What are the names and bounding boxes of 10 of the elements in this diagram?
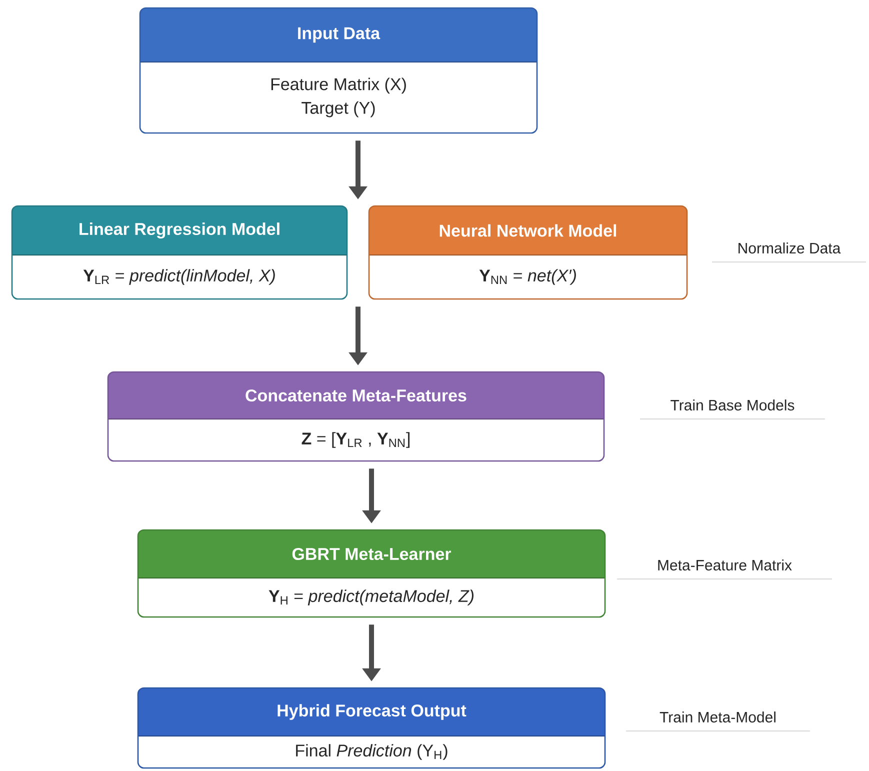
step-label: Normalize Data [738, 242, 841, 254]
process-box: Linear Regression Model Y$_{LR}$ = predict(linModel, X) [11, 205, 348, 300]
process-box: Hybrid Forecast Output Final Prediction (Y$_{H}$) [137, 687, 606, 769]
process-box: Input Data Feature Matrix (X) Target (Y) [139, 7, 538, 134]
step-label: Meta-Feature Matrix [658, 560, 792, 570]
process-box: Neural Network Model Y$_{NN}$ = net(X′) [368, 205, 688, 300]
process-box: Concatenate Meta-Features Z = [Y$_{LR}$ , Y$_{NN}$] [107, 371, 605, 462]
step-label: Train Base Models [670, 400, 794, 410]
process-box: GBRT Meta-Learner Y$_{H}$ = predict(metaModel, Z) [137, 529, 606, 618]
step-label: Train Meta-Model [660, 712, 776, 722]
